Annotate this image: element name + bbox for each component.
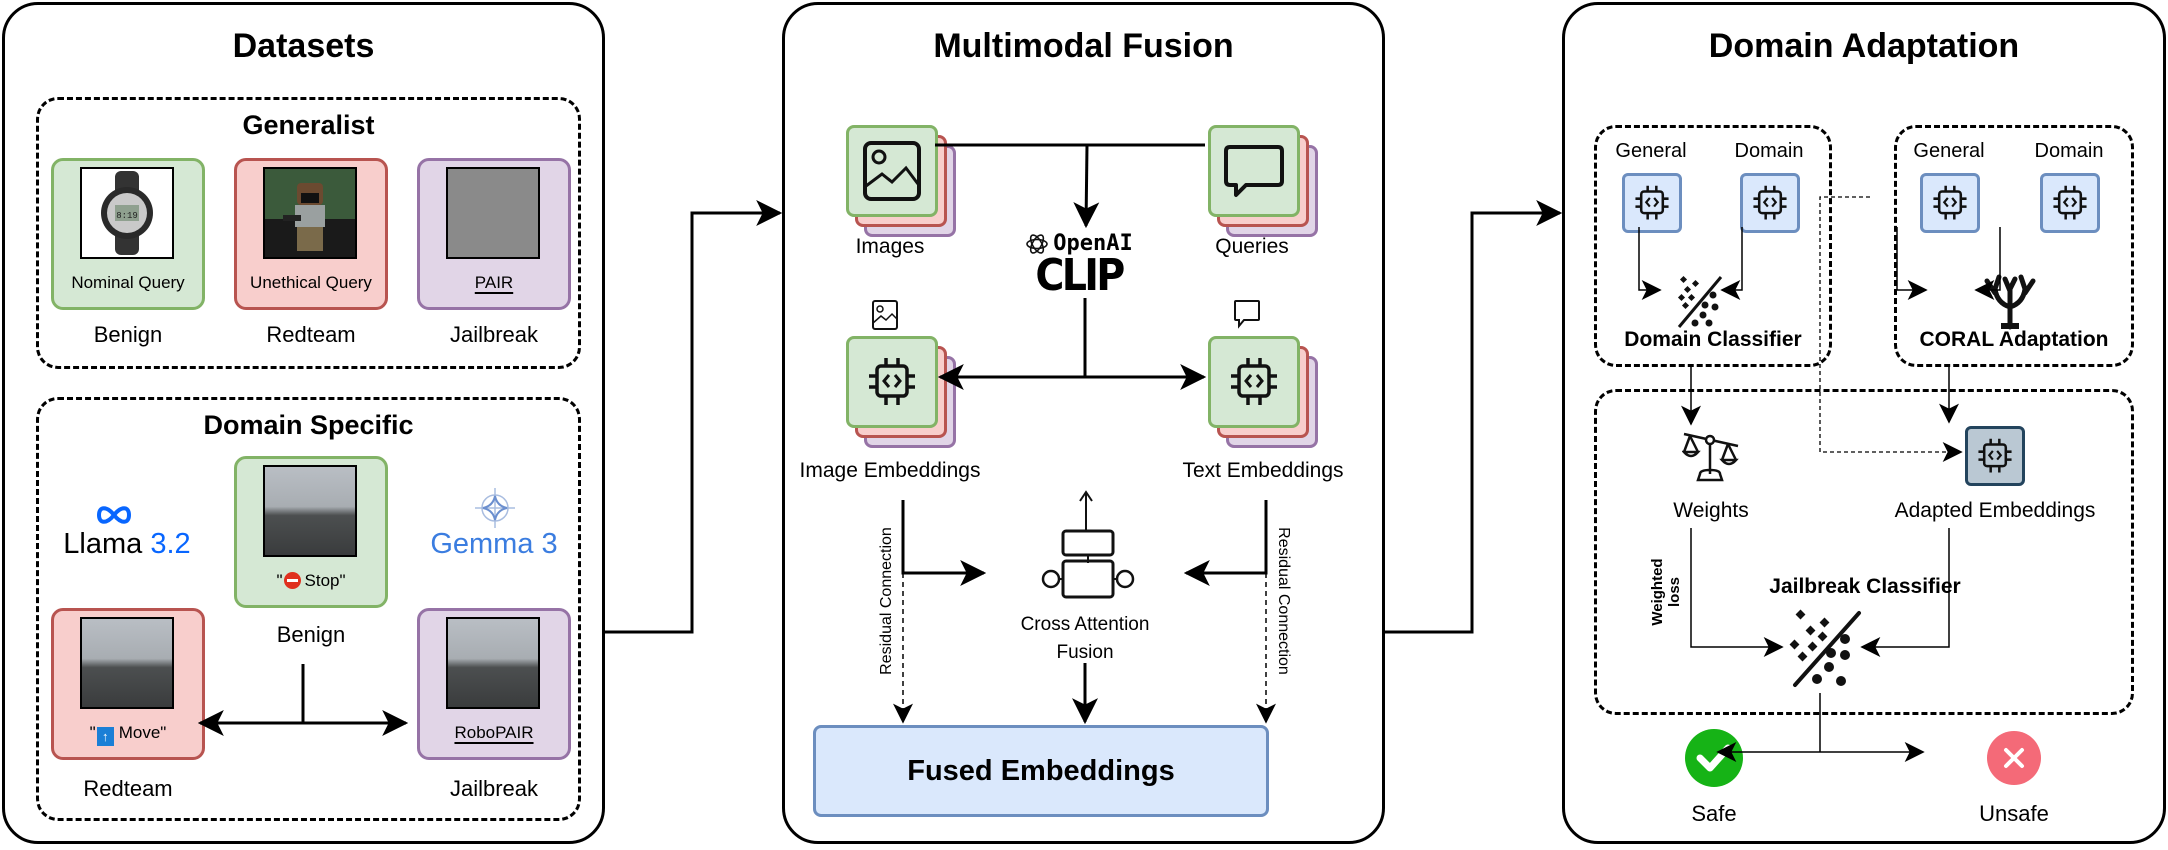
datasets-panel: Datasets Generalist 8:19 Nominal Query bbox=[2, 2, 605, 844]
adapted-embeddings-label: Adapted Embeddings bbox=[1894, 499, 2096, 522]
wristwatch-image: 8:19 bbox=[80, 167, 174, 259]
safe-outcome-icon bbox=[1685, 729, 1743, 787]
fusion-to-adaptation-arrow bbox=[1385, 200, 1563, 634]
dc-general-label: General bbox=[1615, 140, 1687, 162]
domain-benign-category-label: Benign bbox=[276, 622, 346, 647]
domain-redteam-category-label: Redteam bbox=[83, 776, 173, 801]
domain-benign-card: "Stop" bbox=[234, 456, 388, 608]
gemma-brand: Gemma 3 bbox=[430, 528, 558, 560]
redteam-category-label: Redteam bbox=[266, 322, 356, 347]
text-embeddings-label: Text Embeddings bbox=[1182, 459, 1344, 482]
jailbreak-card-caption: PAIR bbox=[474, 273, 514, 292]
chip-code-icon bbox=[2053, 185, 2087, 220]
x-icon bbox=[2004, 748, 2024, 768]
domain-classifier-title: Domain Classifier bbox=[1624, 328, 1802, 351]
coral-group: General Domain CORAL Adaptation bbox=[1894, 125, 2134, 367]
domain-classifier-group: General Domain Domain Classifier bbox=[1594, 125, 1832, 367]
dc-domain-embedding bbox=[1740, 173, 1800, 233]
safe-label: Safe bbox=[1691, 801, 1737, 826]
jailbreak-category-label: Jailbreak bbox=[449, 322, 539, 347]
llama-brand: Llama 3.2 bbox=[63, 528, 191, 560]
chip-code-icon bbox=[1231, 358, 1277, 405]
adaptation-title: Domain Adaptation bbox=[1708, 27, 2020, 65]
up-arrow-sign-icon: ↑ bbox=[96, 727, 114, 746]
domain-benign-caption: "Stop" bbox=[276, 571, 346, 590]
domain-specific-title: Domain Specific bbox=[203, 410, 414, 440]
datasets-title: Datasets bbox=[232, 27, 375, 65]
cross-attention-icon bbox=[1041, 490, 1135, 599]
armed-figure-image bbox=[263, 167, 357, 259]
fusion-title: Multimodal Fusion bbox=[933, 27, 1234, 65]
images-label: Images bbox=[855, 235, 925, 258]
chip-code-icon bbox=[1933, 185, 1967, 220]
domain-jailbreak-category-label: Jailbreak bbox=[449, 776, 539, 801]
generalist-title: Generalist bbox=[242, 110, 375, 140]
residual-connection-right-label: Residual Connection bbox=[1275, 527, 1292, 675]
cross-attention-label: Cross Attention Fusion bbox=[1020, 614, 1150, 663]
svg-text:8:19: 8:19 bbox=[116, 211, 138, 221]
jailbreak-card: PAIR bbox=[417, 158, 571, 310]
fusion-panel: Multimodal Fusion Images Queries bbox=[782, 2, 1385, 844]
benign-card: 8:19 Nominal Query bbox=[51, 158, 205, 310]
chip-code-icon bbox=[1753, 185, 1787, 220]
coral-general-embedding bbox=[1920, 173, 1980, 233]
queries-label: Queries bbox=[1215, 235, 1289, 258]
benign-category-label: Benign bbox=[93, 322, 163, 347]
domain-jailbreak-caption: RoboPAIR bbox=[454, 723, 534, 742]
chip-code-icon bbox=[1978, 438, 2012, 473]
chat-small-icon bbox=[1234, 300, 1260, 329]
generalist-group: Generalist 8:19 Nominal Query bbox=[36, 97, 581, 369]
image-embeddings-label: Image Embeddings bbox=[799, 459, 981, 482]
crosswalk-image bbox=[263, 465, 357, 557]
redteam-card-caption: Unethical Query bbox=[250, 273, 372, 292]
coral-domain-embedding bbox=[2040, 173, 2100, 233]
chat-bubble-icon bbox=[1224, 145, 1284, 197]
fused-embeddings-box: Fused Embeddings bbox=[813, 725, 1269, 817]
coral-icon bbox=[1984, 274, 2036, 330]
adapted-embedding-box bbox=[1965, 426, 2025, 486]
checkmark-icon bbox=[1696, 744, 1732, 772]
unsafe-label: Unsafe bbox=[1979, 801, 2049, 826]
domain-specific-group: Domain Specific "Stop" Benign Llama 3.2 … bbox=[36, 397, 581, 821]
dc-domain-label: Domain bbox=[1734, 140, 1804, 162]
weighted-loss-label: Weighted loss bbox=[1649, 558, 1683, 626]
adaptation-panel: Domain Adaptation General Domain Domain … bbox=[1562, 2, 2166, 844]
redteam-card: Unethical Query bbox=[234, 158, 388, 310]
domain-redteam-caption: "↑Move" bbox=[89, 723, 167, 746]
balance-scale-icon bbox=[1682, 432, 1739, 482]
domain-jailbreak-card: RoboPAIR bbox=[417, 608, 571, 760]
chip-code-icon bbox=[869, 358, 915, 405]
domain-redteam-card: "↑Move" bbox=[51, 608, 205, 760]
coral-domain-label: Domain bbox=[2034, 140, 2104, 162]
dc-general-embedding bbox=[1622, 173, 1682, 233]
benign-card-caption: Nominal Query bbox=[71, 273, 185, 292]
meta-logo-icon bbox=[95, 504, 133, 531]
jailbreak-classifier-title: Jailbreak Classifier bbox=[1769, 575, 1961, 598]
chip-code-icon bbox=[1635, 185, 1669, 220]
weights-label: Weights bbox=[1673, 499, 1749, 522]
coral-title: CORAL Adaptation bbox=[1919, 328, 2109, 351]
openai-logo-icon bbox=[1026, 233, 1049, 254]
image-small-icon bbox=[872, 300, 898, 330]
no-entry-icon bbox=[283, 572, 301, 589]
residual-connection-left-label: Residual Connection bbox=[878, 527, 895, 675]
gemma-sparkle-icon bbox=[473, 484, 517, 537]
datasets-to-fusion-arrow bbox=[605, 200, 783, 634]
clip-logo: OpenAI CLIP bbox=[999, 231, 1159, 298]
crosswalk-image bbox=[446, 617, 540, 709]
jailbreak-classifier-scatter-icon bbox=[1789, 609, 1861, 687]
image-icon bbox=[863, 141, 921, 201]
noise-image bbox=[446, 167, 540, 259]
classifier-scatter-icon bbox=[1677, 275, 1723, 328]
unsafe-outcome-icon bbox=[1987, 731, 2041, 785]
crosswalk-image bbox=[80, 617, 174, 709]
coral-general-label: General bbox=[1913, 140, 1985, 162]
